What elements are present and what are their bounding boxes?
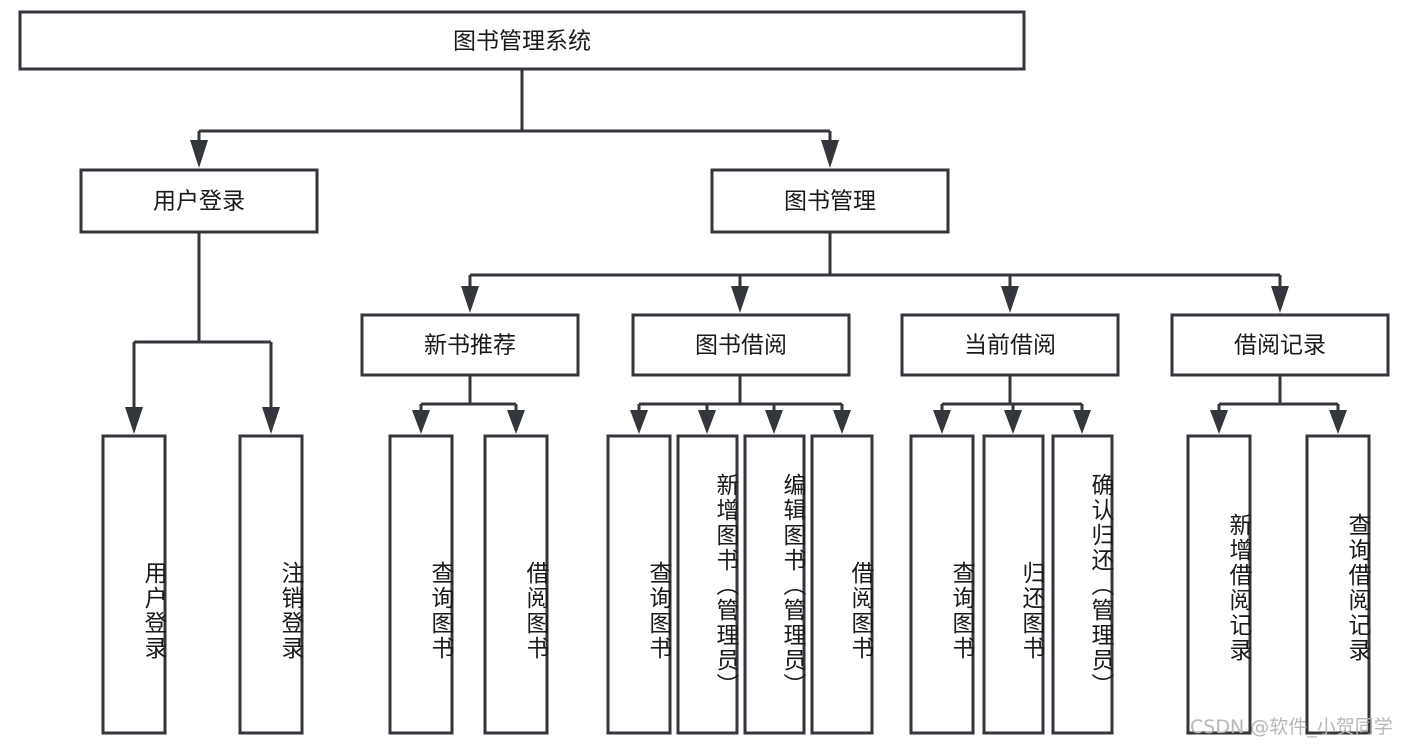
leaf-box-add-borrow-rec[interactable] (1186, 434, 1252, 735)
arrow-head-br-leaf-2 (1329, 410, 1347, 434)
connector-group-current-borrow (933, 375, 1091, 434)
arrow-head-cb-leaf-1 (933, 410, 951, 434)
arrow-head-new-book-rec (461, 286, 479, 313)
arrow-head-book-borrow (731, 286, 749, 313)
node-new-book-recommend-label: 新书推荐 (424, 333, 516, 359)
arrow-head-current-borrow (1001, 286, 1019, 313)
arrow-head-nbr-leaf-1 (412, 410, 430, 434)
leaf-box-query-book-3[interactable] (909, 434, 975, 735)
node-root[interactable]: 图书管理系统 (18, 10, 1026, 71)
arrow-head-bb-leaf-2 (698, 410, 716, 434)
node-root-label: 图书管理系统 (453, 29, 591, 55)
node-book-manage-label: 图书管理 (784, 189, 876, 215)
connector-group-new-book-rec (412, 375, 525, 434)
node-user-login-box[interactable] (79, 168, 319, 234)
leaf-box-add-book-admin[interactable] (676, 434, 739, 735)
node-user-login[interactable]: 用户登录 (79, 168, 319, 234)
leaf-box-logout[interactable] (238, 434, 304, 735)
arrow-head-bb-leaf-1 (630, 410, 648, 434)
leaf-box-borrow-book-2[interactable] (810, 434, 874, 735)
node-root-box[interactable] (18, 10, 1026, 71)
node-book-borrow-label: 图书借阅 (695, 333, 787, 359)
arrow-head-book-manage (821, 140, 839, 168)
arrow-head-cb-leaf-2 (1004, 410, 1022, 434)
leaf-box-user-login[interactable] (101, 434, 167, 735)
arrow-head-leaf-user-login (125, 407, 143, 434)
connector-group-book-borrow (630, 375, 851, 434)
node-book-borrow[interactable]: 图书借阅 (631, 313, 851, 377)
leaf-box-query-book-1[interactable] (388, 434, 454, 735)
node-book-manage-box[interactable] (710, 168, 950, 234)
connector-group-user-login (125, 232, 280, 434)
node-borrow-record-box[interactable] (1170, 313, 1390, 377)
leaf-box-query-borrow-rec[interactable] (1305, 434, 1371, 735)
leaf-box-borrow-book-1[interactable] (483, 434, 549, 735)
leaf-box-return-book[interactable] (982, 434, 1045, 735)
connector-group-borrow-record (1210, 375, 1347, 434)
arrow-head-nbr-leaf-2 (507, 410, 525, 434)
node-user-login-label: 用户登录 (153, 189, 245, 215)
leaf-box-edit-book-admin[interactable] (743, 434, 806, 735)
arrow-head-bb-leaf-3 (765, 410, 783, 434)
arrow-head-cb-leaf-3 (1073, 410, 1091, 434)
node-book-borrow-box[interactable] (631, 313, 851, 377)
connector-group-book-manage (461, 232, 1289, 313)
node-new-book-recommend[interactable]: 新书推荐 (360, 313, 580, 377)
arrow-head-borrow-record (1271, 286, 1289, 313)
node-borrow-record-label: 借阅记录 (1234, 333, 1326, 359)
node-current-borrow-label: 当前借阅 (964, 333, 1056, 359)
leaf-box-confirm-return[interactable] (1051, 434, 1114, 735)
leaf-box-query-book-2[interactable] (606, 434, 672, 735)
arrow-head-bb-leaf-4 (833, 410, 851, 434)
node-new-book-recommend-box[interactable] (360, 313, 580, 377)
node-book-manage[interactable]: 图书管理 (710, 168, 950, 234)
arrow-head-leaf-logout (262, 407, 280, 434)
connector-group-root (190, 69, 839, 168)
arrow-head-br-leaf-1 (1210, 410, 1228, 434)
csdn-watermark: CSDN @软件_小贺同学 (1190, 716, 1393, 738)
arrow-head-user-login (190, 140, 208, 168)
node-current-borrow[interactable]: 当前借阅 (900, 313, 1120, 377)
node-current-borrow-box[interactable] (900, 313, 1120, 377)
node-borrow-record[interactable]: 借阅记录 (1170, 313, 1390, 377)
